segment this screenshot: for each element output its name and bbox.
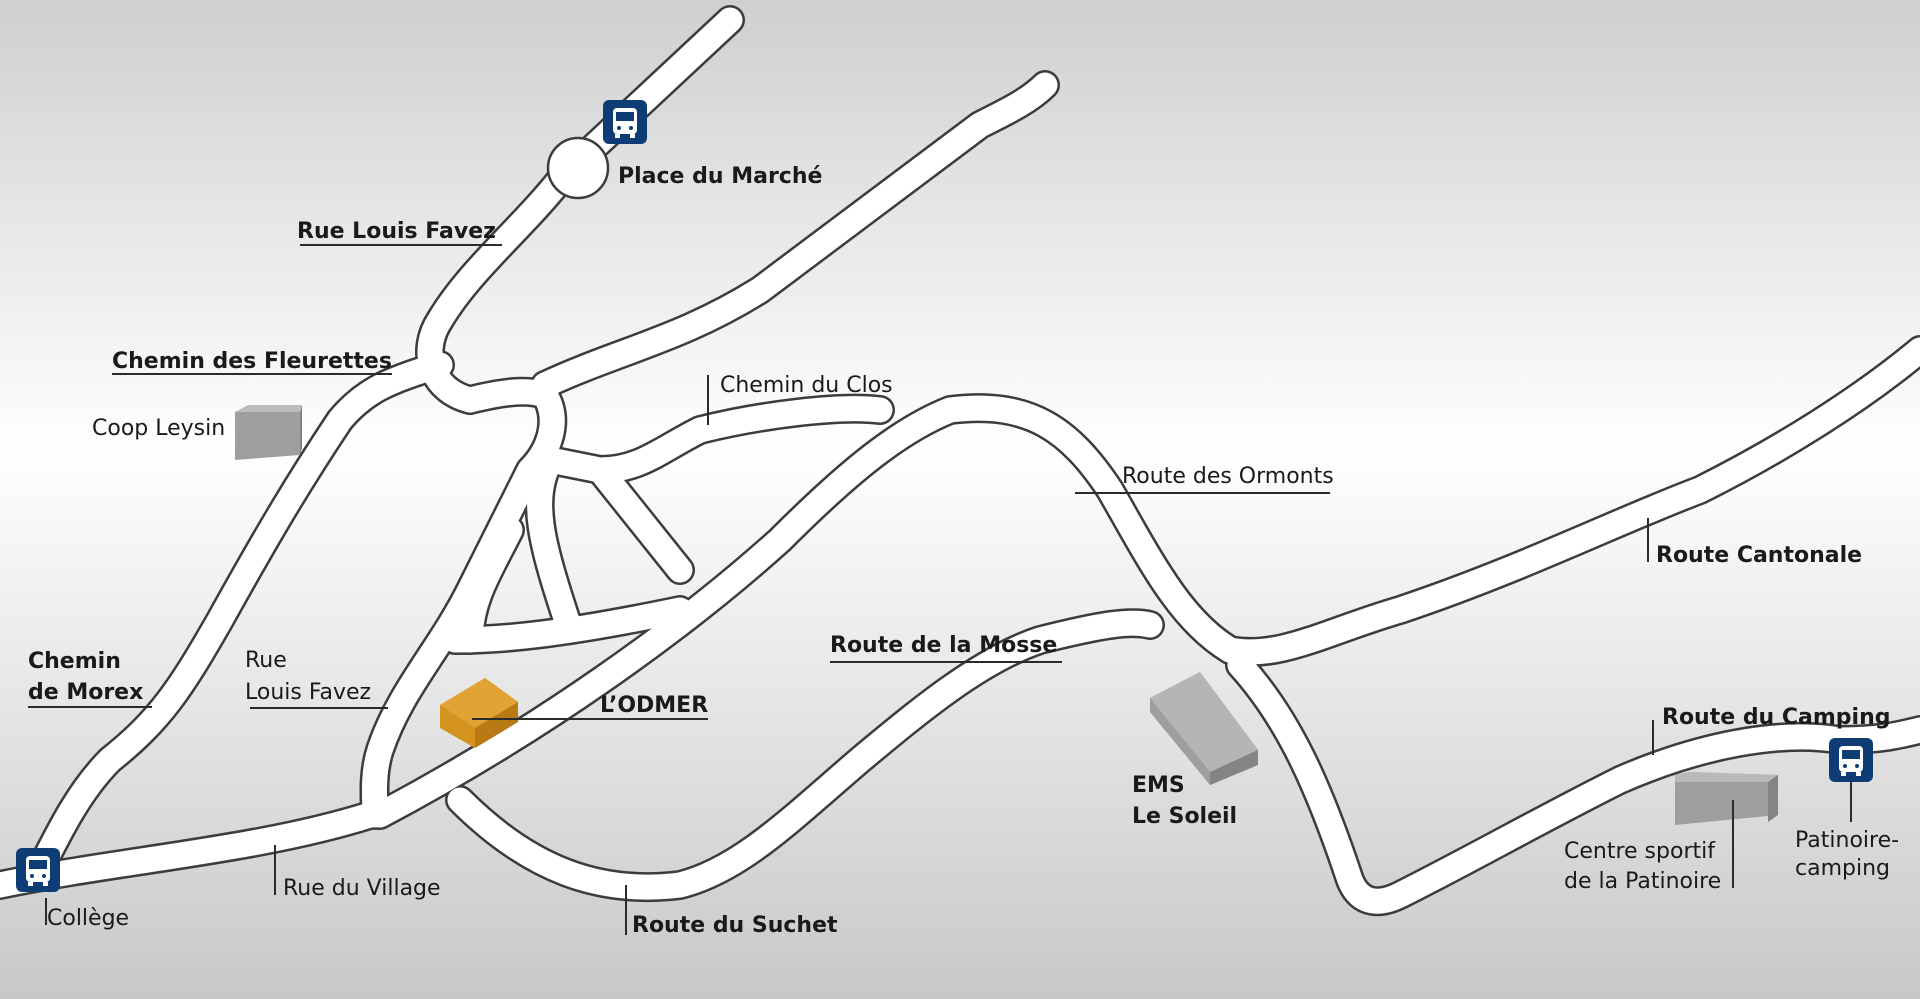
roundabout-place-du-marche: [546, 136, 610, 200]
road-network-fill: [0, 7, 1920, 914]
bus-stop-place-du-marche: [603, 100, 647, 144]
label-lodmer: L’ODMER: [600, 693, 708, 718]
label-route-des-ormonts: Route des Ormonts: [1122, 464, 1334, 489]
label-rue-du-village: Rue du Village: [283, 876, 441, 901]
building-lodmer: [440, 678, 518, 748]
building-ems-le-soleil: [1150, 672, 1258, 785]
label-route-du-camping: Route du Camping: [1662, 705, 1891, 730]
label-rue-louis-favez-top: Rue Louis Favez: [297, 219, 496, 244]
building-coop-leysin: [235, 405, 302, 460]
label-ems-2: Le Soleil: [1132, 804, 1237, 829]
label-chemin-du-clos: Chemin du Clos: [720, 373, 893, 398]
label-centre-sportif-1: Centre sportif: [1564, 839, 1716, 864]
label-patinoire-2: camping: [1795, 856, 1890, 881]
label-rue-louis-favez-1: Rue: [245, 648, 287, 673]
label-ems-1: EMS: [1132, 773, 1185, 798]
building-icon: [235, 412, 300, 460]
label-place-du-marche: Place du Marché: [618, 164, 822, 189]
label-chemin-de-morex-1: Chemin: [28, 649, 121, 674]
label-patinoire-1: Patinoire-: [1795, 828, 1899, 853]
label-rue-louis-favez-2: Louis Favez: [245, 680, 371, 705]
leader-lines: [28, 244, 1852, 935]
bus-stop-patinoire-camping: [1829, 738, 1873, 782]
map-labels: Place du Marché Rue Louis Favez Chemin d…: [28, 164, 1899, 938]
label-coop-leysin: Coop Leysin: [92, 416, 225, 441]
label-centre-sportif-2: de la Patinoire: [1564, 869, 1721, 894]
label-chemin-de-morex-2: de Morex: [28, 680, 143, 705]
building-icon: [1675, 772, 1778, 825]
label-route-du-suchet: Route du Suchet: [632, 913, 838, 938]
building-centre-sportif: [1675, 772, 1778, 825]
label-chemin-des-fleurettes: Chemin des Fleurettes: [112, 349, 392, 374]
label-college: Collège: [47, 906, 129, 931]
label-route-de-la-mosse: Route de la Mosse: [830, 633, 1057, 658]
bus-stop-college: [16, 848, 60, 892]
label-route-cantonale: Route Cantonale: [1656, 543, 1862, 568]
